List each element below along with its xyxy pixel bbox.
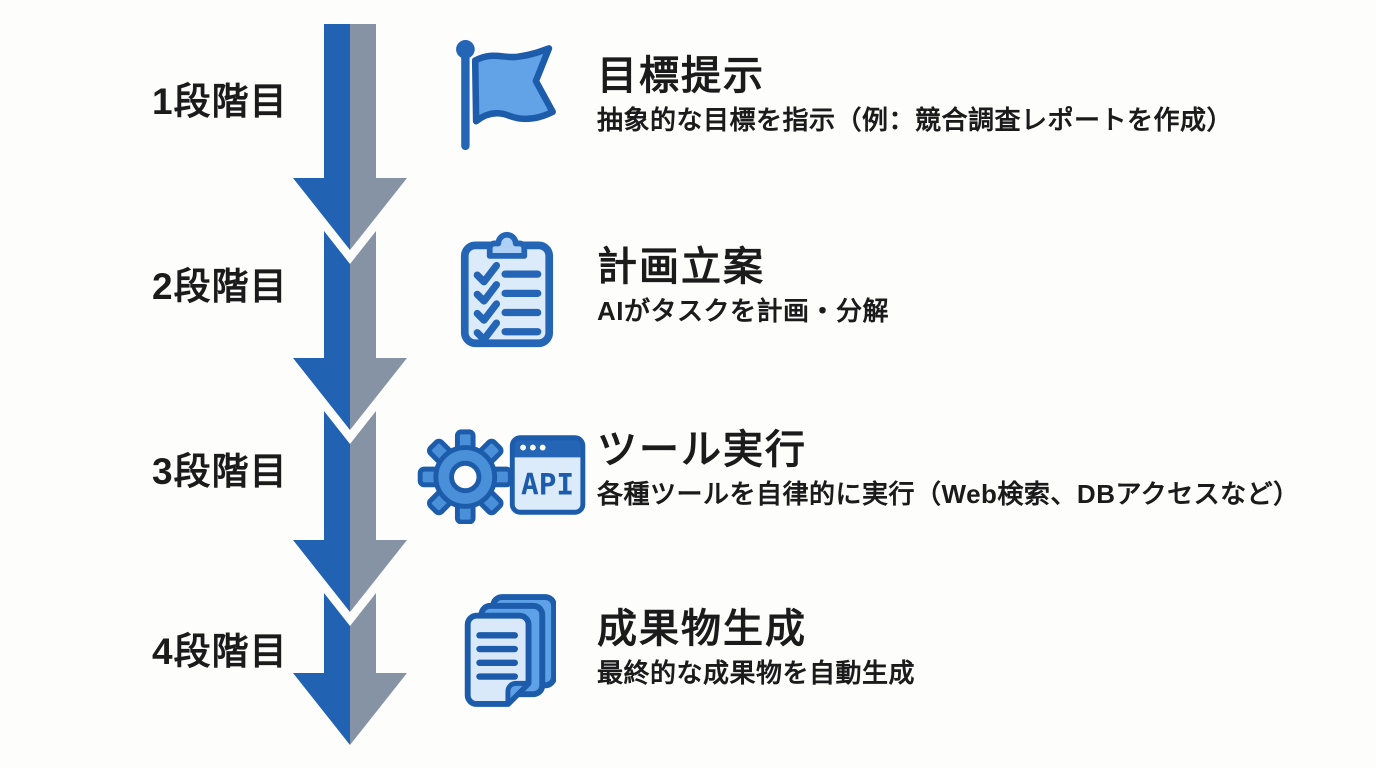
stage-4-title: 成果物生成 — [597, 607, 807, 651]
stage-4-text: 成果物生成 最終的な成果物を自動生成 — [597, 607, 915, 688]
flow-arrow — [293, 24, 407, 745]
api-badge: API — [521, 468, 574, 502]
stage-2-label: 2段階目 — [152, 266, 288, 307]
arrow-segment-1-left — [293, 24, 350, 250]
stage-3-text: ツール実行 各種ツールを自律的に実行（Web検索、DBアクセスなど） — [597, 428, 1300, 509]
flag-icon — [456, 40, 556, 151]
window-dots-icon — [520, 444, 546, 451]
stage-3-description: 各種ツールを自律的に実行（Web検索、DBアクセスなど） — [597, 479, 1300, 509]
stage-1-label: 1段階目 — [152, 81, 288, 122]
stage-2-description: AIがタスクを計画・分解 — [597, 296, 890, 326]
stage-2-text: 計画立案 AIがタスクを計画・分解 — [597, 245, 889, 326]
stage-3-label: 3段階目 — [152, 451, 288, 492]
checklist-clipboard-icon — [460, 231, 554, 348]
arrow-segment-2-right — [350, 231, 407, 430]
arrow-segment-2-left — [293, 231, 350, 430]
stage-4-description: 最終的な成果物を自動生成 — [597, 658, 916, 688]
stage-1-description: 抽象的な目標を指示（例：競合調査レポートを作成） — [597, 105, 1234, 135]
arrow-segment-4-left — [293, 593, 350, 745]
gear-api-window-icon: API — [417, 429, 586, 524]
stage-1-title: 目標提示 — [597, 54, 765, 98]
stage-3-title: ツール実行 — [597, 428, 807, 472]
arrow-segment-4-right — [350, 593, 407, 745]
stage-4-label: 4段階目 — [152, 631, 288, 672]
arrow-segment-3-right — [350, 411, 407, 612]
stage-1-text: 目標提示 抽象的な目標を指示（例：競合調査レポートを作成） — [597, 54, 1233, 135]
documents-stack-icon — [464, 594, 556, 707]
arrow-segment-3-left — [293, 411, 350, 612]
stage-2-title: 計画立案 — [597, 245, 765, 289]
arrow-segment-1-right — [350, 24, 407, 250]
